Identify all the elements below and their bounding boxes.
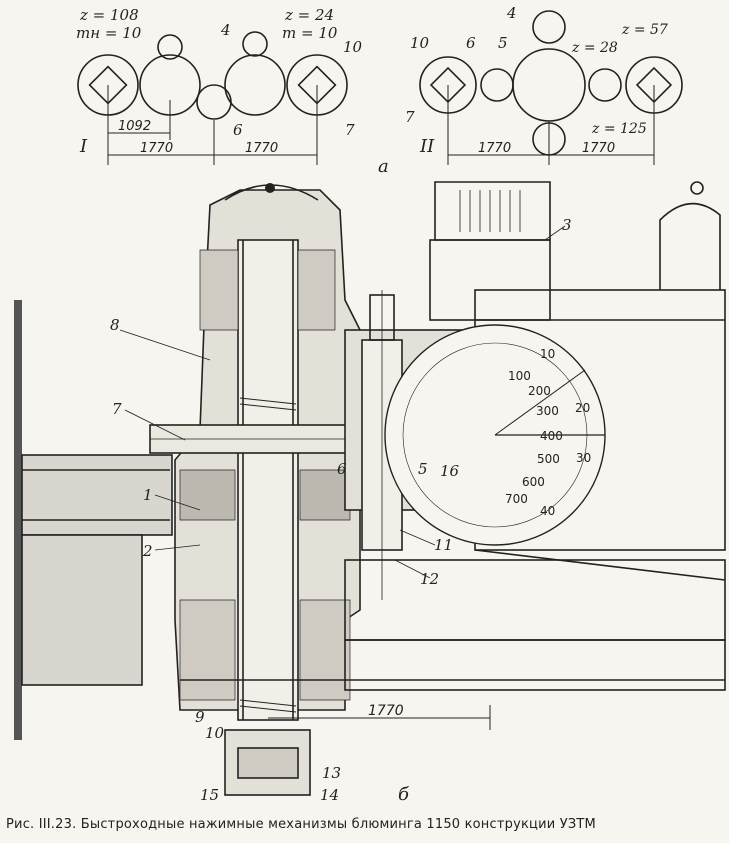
dial-inner-100: 100 [508, 369, 531, 383]
dial-inner-700: 700 [505, 492, 528, 506]
dial-outer-10: 10 [540, 347, 555, 361]
mechanism-section [14, 181, 726, 796]
scheme-I-roman: I [79, 136, 88, 157]
gear-I-small-4 [242, 31, 268, 57]
dial-outer-30: 30 [576, 451, 591, 465]
gear-II-z57 [588, 68, 622, 102]
scheme-I-m-left: mн = 10 [76, 24, 142, 42]
scheme-I-dim-1092: 1092 [118, 119, 151, 134]
scheme-II-label-4: 4 [506, 4, 517, 22]
gear-scheme-I [77, 31, 348, 165]
scheme-I-label-7: 7 [345, 121, 355, 139]
part-label-6: 6 [337, 460, 347, 478]
indicator-dial [384, 324, 606, 546]
scheme-II-label-7: 7 [405, 108, 415, 126]
gear-II-6 [480, 68, 514, 102]
part-label-5: 5 [418, 460, 428, 478]
part-label-14: 14 [320, 786, 339, 804]
scheme-I-label-6: 6 [233, 121, 243, 139]
gear-scheme-II [419, 10, 683, 165]
section-dim-1770: 1770 [368, 703, 404, 719]
dial-outer-20: 20 [575, 401, 590, 415]
scheme-I-label-4: 4 [220, 21, 231, 39]
part-label-16: 16 [440, 462, 460, 480]
dial-inner-400: 400 [540, 429, 563, 443]
scheme-II-z125: z = 125 [591, 121, 647, 137]
part-label-12: 12 [420, 570, 439, 588]
scheme-I-z-right: z = 24 [284, 6, 334, 24]
scheme-II-dim-1770-a: 1770 [478, 141, 511, 156]
scheme-II-dim-1770-b: 1770 [582, 141, 615, 156]
scheme-II-roman: II [419, 136, 435, 157]
part-label-13: 13 [322, 764, 341, 782]
part-label-10: 10 [205, 724, 225, 742]
part-label-15: 15 [200, 786, 219, 804]
gear-I-4 [224, 54, 286, 116]
scheme-II-z28: z = 28 [571, 40, 618, 56]
part-label-9: 9 [195, 708, 205, 726]
dial-inner-200: 200 [528, 384, 551, 398]
figure-caption: Рис. III.23. Быстроходные нажимные механ… [6, 817, 596, 832]
scheme-II-label-6: 6 [466, 34, 476, 52]
scheme-I-z-left: z = 108 [79, 6, 139, 24]
part-label-8: 8 [110, 316, 120, 334]
subfigure-b-label: б [398, 784, 410, 805]
part-label-7: 7 [112, 400, 122, 418]
scheme-I-m-right: m = 10 [282, 24, 338, 42]
gear-I-small-top [157, 34, 183, 60]
gear-II-5 [512, 48, 586, 122]
scheme-I-dim-1770-a: 1770 [140, 141, 173, 156]
dial-inner-300: 300 [536, 404, 559, 418]
dial-inner-500: 500 [537, 452, 560, 466]
part-label-2: 2 [142, 542, 153, 560]
dial-outer-40: 40 [540, 504, 555, 518]
subfigure-a-label: а [378, 156, 389, 177]
dial-inner-600: 600 [522, 475, 545, 489]
part-label-1: 1 [143, 486, 153, 504]
part-label-11: 11 [434, 536, 453, 554]
scheme-II-z57: z = 57 [621, 22, 668, 38]
gear-II-4 [532, 10, 566, 44]
part-label-3: 3 [562, 216, 572, 234]
scheme-I-dim-1770-b: 1770 [245, 141, 278, 156]
scheme-II-label-5: 5 [498, 34, 508, 52]
scheme-II-label-10: 10 [410, 34, 430, 52]
scheme-I-label-10: 10 [343, 38, 363, 56]
